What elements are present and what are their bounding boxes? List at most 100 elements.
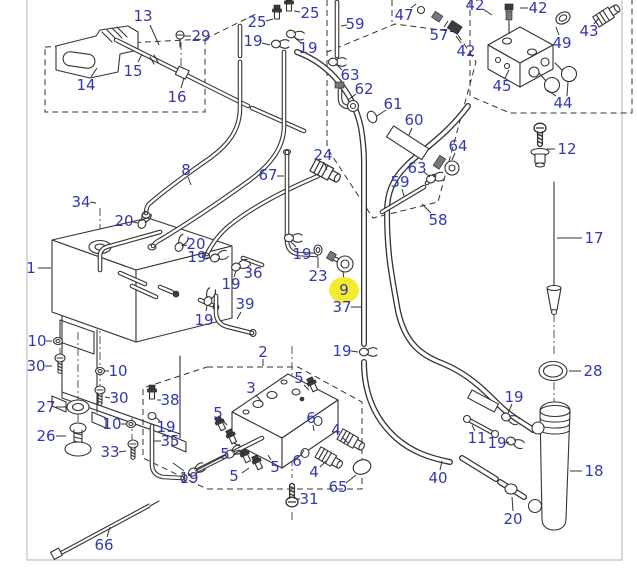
part-label-25[interactable]: 25 bbox=[300, 4, 319, 22]
leader-line bbox=[172, 462, 185, 472]
tube-24-line bbox=[205, 174, 320, 256]
hose-sleeve bbox=[467, 389, 500, 413]
tube-8b bbox=[151, 50, 286, 248]
part-label-19[interactable]: 19 bbox=[298, 39, 317, 57]
part-label-60[interactable]: 60 bbox=[404, 111, 423, 129]
part-label-19[interactable]: 19 bbox=[487, 434, 506, 452]
part-label-63[interactable]: 63 bbox=[407, 159, 426, 177]
part-label-5[interactable]: 5 bbox=[270, 458, 280, 476]
part-label-38[interactable]: 38 bbox=[160, 391, 179, 409]
part-label-11[interactable]: 11 bbox=[467, 429, 486, 447]
part-label-31[interactable]: 31 bbox=[299, 490, 318, 508]
part-label-4[interactable]: 4 bbox=[331, 421, 341, 439]
part-label-13[interactable]: 13 bbox=[133, 7, 152, 25]
part-label-36[interactable]: 36 bbox=[243, 264, 262, 282]
part-label-33[interactable]: 33 bbox=[100, 443, 119, 461]
leader-line bbox=[401, 188, 405, 197]
hose-37 bbox=[295, 50, 366, 346]
highlight-part-9 bbox=[329, 277, 359, 303]
part-label-19[interactable]: 19 bbox=[221, 275, 240, 293]
part-label-29[interactable]: 29 bbox=[191, 27, 210, 45]
part-label-44[interactable]: 44 bbox=[553, 94, 572, 112]
part-label-6[interactable]: 6 bbox=[292, 452, 302, 470]
part-label-10[interactable]: 10 bbox=[27, 332, 46, 350]
part-label-42[interactable]: 42 bbox=[456, 42, 475, 60]
part-label-28[interactable]: 28 bbox=[583, 362, 602, 380]
part-label-34[interactable]: 34 bbox=[71, 193, 90, 211]
part-label-57[interactable]: 57 bbox=[429, 26, 448, 44]
part-label-19[interactable]: 19 bbox=[187, 248, 206, 266]
leader-line bbox=[231, 449, 241, 453]
part-label-20[interactable]: 20 bbox=[503, 510, 522, 528]
leader-line bbox=[335, 63, 343, 71]
leader-line bbox=[261, 42, 271, 46]
part-label-15[interactable]: 15 bbox=[123, 62, 142, 80]
part-label-23[interactable]: 23 bbox=[308, 267, 327, 285]
part-label-25[interactable]: 25 bbox=[247, 13, 266, 31]
leader-line bbox=[421, 203, 432, 214]
part-label-27[interactable]: 27 bbox=[36, 398, 55, 416]
part-label-30[interactable]: 30 bbox=[109, 389, 128, 407]
part-label-19[interactable]: 19 bbox=[504, 388, 523, 406]
part-label-17[interactable]: 17 bbox=[584, 229, 603, 247]
part-label-24[interactable]: 24 bbox=[313, 146, 332, 164]
part-label-19[interactable]: 19 bbox=[179, 469, 198, 487]
part-label-40[interactable]: 40 bbox=[428, 469, 447, 487]
part-label-59[interactable]: 59 bbox=[345, 15, 364, 33]
part-label-20[interactable]: 20 bbox=[114, 212, 133, 230]
part-label-2[interactable]: 2 bbox=[258, 343, 268, 361]
part-label-8[interactable]: 8 bbox=[181, 161, 191, 179]
part-label-16[interactable]: 16 bbox=[167, 88, 186, 106]
part-label-58[interactable]: 58 bbox=[428, 211, 447, 229]
leader-line bbox=[507, 403, 513, 414]
part-label-59[interactable]: 59 bbox=[390, 173, 409, 191]
part-label-4[interactable]: 4 bbox=[309, 463, 319, 481]
fitting-25a bbox=[271, 4, 283, 20]
part-label-67[interactable]: 67 bbox=[258, 166, 277, 184]
part-label-19[interactable]: 19 bbox=[332, 342, 351, 360]
screw-29 bbox=[175, 30, 185, 48]
part-label-19[interactable]: 19 bbox=[194, 311, 213, 329]
part-label-20[interactable]: 20 bbox=[186, 235, 205, 253]
hoses bbox=[294, 49, 536, 465]
part-label-5[interactable]: 5 bbox=[294, 369, 304, 387]
part-label-10[interactable]: 10 bbox=[108, 362, 127, 380]
part-label-42[interactable]: 42 bbox=[465, 0, 484, 14]
part-label-37[interactable]: 37 bbox=[332, 298, 351, 316]
part-label-3[interactable]: 3 bbox=[246, 379, 256, 397]
part-label-12[interactable]: 12 bbox=[557, 140, 576, 158]
part-label-10[interactable]: 10 bbox=[102, 415, 121, 433]
part-label-35[interactable]: 35 bbox=[160, 432, 179, 450]
part-label-43[interactable]: 43 bbox=[579, 22, 598, 40]
leader-line bbox=[255, 394, 263, 403]
part-label-39[interactable]: 39 bbox=[235, 295, 254, 313]
part-label-26[interactable]: 26 bbox=[36, 427, 55, 445]
part-label-18[interactable]: 18 bbox=[584, 462, 603, 480]
part-label-62[interactable]: 62 bbox=[354, 80, 373, 98]
leader-line bbox=[451, 152, 456, 161]
part-label-30[interactable]: 30 bbox=[26, 357, 45, 375]
part-label-1[interactable]: 1 bbox=[26, 259, 36, 277]
fasteners bbox=[52, 336, 139, 461]
part-label-9[interactable]: 9 bbox=[339, 281, 349, 299]
part-label-42[interactable]: 42 bbox=[528, 0, 547, 17]
part-label-49[interactable]: 49 bbox=[552, 34, 571, 52]
part-label-63[interactable]: 63 bbox=[340, 66, 359, 84]
part-label-61[interactable]: 61 bbox=[383, 95, 402, 113]
part-label-5[interactable]: 5 bbox=[213, 404, 223, 422]
part-label-64[interactable]: 64 bbox=[448, 137, 467, 155]
part-label-19[interactable]: 19 bbox=[292, 245, 311, 263]
part-label-47[interactable]: 47 bbox=[394, 6, 413, 24]
part-label-65[interactable]: 65 bbox=[328, 478, 347, 496]
leader-line bbox=[347, 93, 357, 101]
part-label-19[interactable]: 19 bbox=[156, 418, 175, 436]
part-label-66[interactable]: 66 bbox=[94, 536, 113, 554]
leader-line bbox=[187, 176, 192, 186]
part-label-45[interactable]: 45 bbox=[492, 77, 511, 95]
part-label-6[interactable]: 6 bbox=[306, 409, 316, 427]
part-label-5[interactable]: 5 bbox=[220, 445, 230, 463]
part-label-5[interactable]: 5 bbox=[229, 467, 239, 485]
part-label-14[interactable]: 14 bbox=[76, 76, 95, 94]
leader-line bbox=[504, 441, 510, 444]
part-label-19[interactable]: 19 bbox=[243, 32, 262, 50]
